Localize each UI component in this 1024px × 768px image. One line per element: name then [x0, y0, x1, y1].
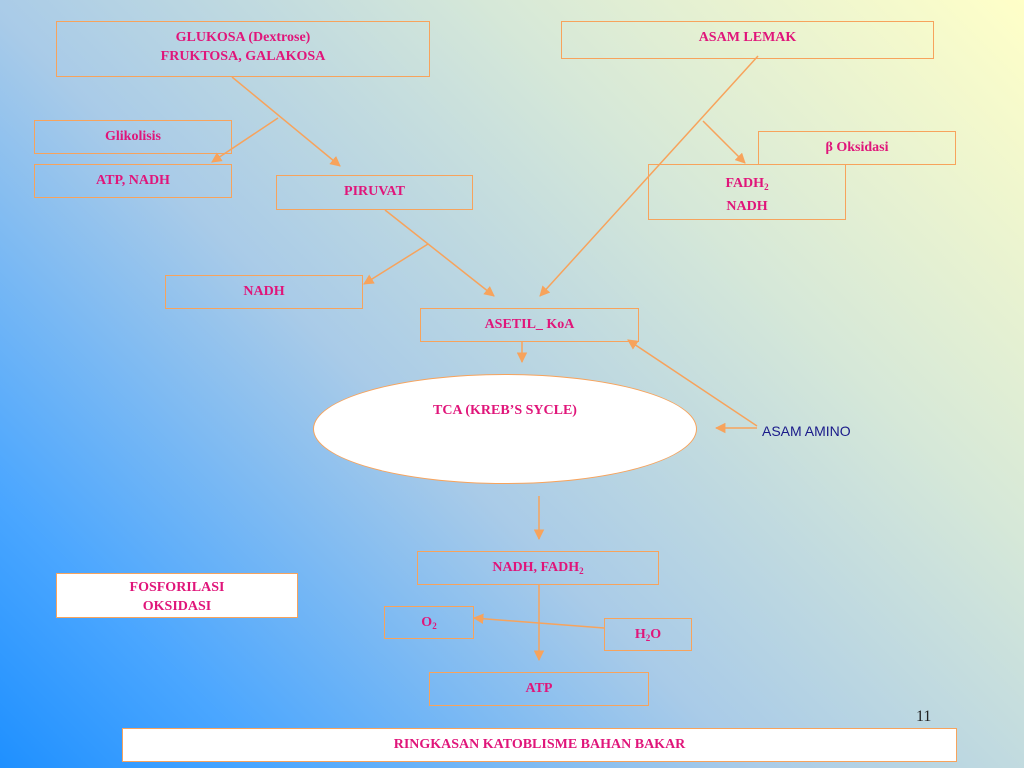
arrow-o2-h2o: [472, 613, 605, 629]
fadh-subscript: 2: [764, 182, 769, 192]
atp-nadh-label: ATP, NADH: [96, 173, 170, 188]
h2o-box: H2O: [604, 618, 692, 651]
fadh-label: FADH: [725, 176, 765, 191]
o2-subscript: 2: [432, 621, 437, 631]
o2-box: O2: [384, 606, 474, 639]
tca-ellipse: TCA (KREB’S SYCLE): [313, 374, 697, 484]
nadh-box: NADH: [165, 275, 363, 309]
glukosa-line1: GLUKOSA (Dextrose): [175, 30, 311, 45]
nadh-fadh-label: NADH, FADH: [492, 560, 580, 575]
asam-lemak-box: ASAM LEMAK: [561, 21, 934, 59]
tca-line1: TCA: [433, 403, 462, 418]
glukosa-box: GLUKOSA (Dextrose) FRUKTOSA, GALAKOSA: [56, 21, 430, 77]
arrow-asam-lemak-to-asetil: [539, 55, 759, 297]
nadh-label-2: NADH: [726, 199, 768, 214]
asetil-koa-box: ASETIL_ KoA: [420, 308, 639, 342]
fosforilasi-line1: FOSFORILASI: [129, 580, 225, 595]
nadh-fadh2-box: NADH, FADH2: [417, 551, 659, 585]
o2-label: O: [421, 615, 433, 630]
asetil-koa-label: ASETIL_ KoA: [484, 317, 575, 332]
fosforilasi-box: FOSFORILASI OKSIDASI: [56, 573, 298, 618]
h2o-o: O: [650, 627, 662, 642]
footer-title: RINGKASAN KATOBLISME BAHAN BAKAR: [393, 737, 686, 752]
footer-title-box: RINGKASAN KATOBLISME BAHAN BAKAR: [122, 728, 957, 762]
arrow-asam-amino-to-asetil: [627, 339, 758, 427]
nadh-label: NADH: [243, 284, 285, 299]
fadh2-nadh-box: FADH2 NADH: [648, 164, 846, 220]
glikolisis-box: Glikolisis: [34, 120, 232, 154]
glikolisis-label: Glikolisis: [104, 129, 162, 144]
asam-amino-label: ASAM AMINO: [762, 423, 851, 439]
piruvat-label: PIRUVAT: [344, 184, 405, 199]
arrow-branch-to-nadh: [363, 243, 429, 285]
glukosa-line2: FRUKTOSA, GALAKOSA: [160, 49, 326, 64]
nadh-fadh-subscript: 2: [579, 566, 584, 576]
page-number: 11: [916, 708, 932, 725]
atp-label: ATP: [525, 681, 553, 696]
tca-line2: (KREB’S SYCLE): [465, 403, 577, 418]
piruvat-box: PIRUVAT: [276, 175, 473, 210]
fosforilasi-line2: OKSIDASI: [142, 599, 212, 614]
arrow-piruvat-to-asetil: [384, 209, 495, 297]
beta-symbol: β: [825, 140, 833, 155]
atp-box: ATP: [429, 672, 649, 706]
arrow-glukosa-to-piruvat: [231, 76, 341, 167]
h2o-subscript: 2: [645, 633, 651, 643]
oksidasi-label: Oksidasi: [832, 140, 889, 155]
arrow-branch-to-atp-nadh: [211, 117, 279, 163]
asam-lemak-label: ASAM LEMAK: [698, 30, 797, 45]
h2o-h: H: [634, 627, 646, 642]
arrow-branch-to-fadh2: [702, 120, 746, 164]
atp-nadh-box: ATP, NADH: [34, 164, 232, 198]
beta-oksidasi-box: β Oksidasi: [758, 131, 956, 165]
